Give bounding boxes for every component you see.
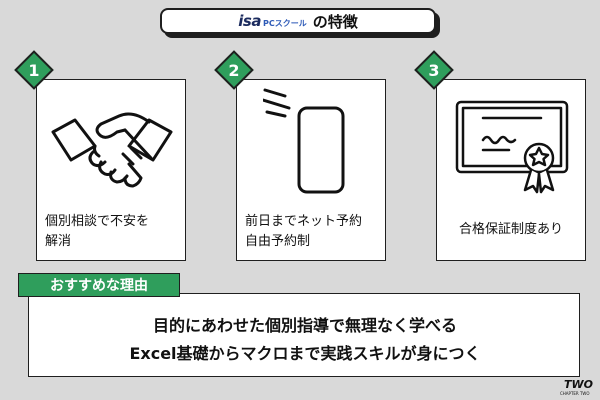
reasons-box: 目的にあわせた個別指導で無理なく学べる Excel基礎からマクロまで実践スキルが…	[28, 293, 580, 377]
reasons-label: おすすめな理由	[18, 273, 180, 297]
corner-logo-main: TWO	[564, 378, 593, 391]
reason-line-1: 目的にあわせた個別指導で無理なく学べる	[152, 316, 457, 335]
feature-text-2-line2: 自由予約制	[245, 234, 311, 249]
smartphone-icon	[263, 88, 345, 194]
logo-sub-text: PCスクール	[262, 19, 307, 28]
feature-text-3: 合格保証制度あり	[437, 220, 585, 240]
feature-card-consultation: 個別相談で不安を 解消	[36, 79, 186, 261]
corner-logo-sub: CHAPTER TWO	[560, 391, 590, 396]
title-text: の特徴	[312, 12, 358, 31]
number-badge-1-label: 1	[28, 60, 40, 80]
logo-main-text: isa	[238, 12, 261, 30]
feature-text-1-line2: 解消	[45, 234, 72, 249]
feature-text-2-line1: 前日までネット予約	[245, 214, 363, 229]
certificate-icon	[455, 100, 569, 194]
feature-card-guarantee: 合格保証制度あり	[436, 79, 586, 261]
feature-card-reservation: 前日までネット予約 自由予約制	[236, 79, 386, 261]
title-box: isa PCスクール の特徴	[160, 8, 436, 34]
corner-logo: TWO CHAPTER TWO	[560, 378, 598, 398]
feature-text-1: 個別相談で不安を 解消	[45, 212, 183, 252]
reason-line-2: Excel基礎からマクロまで実践スキルが身につく	[129, 344, 481, 363]
isa-logo: isa PCスクール	[238, 12, 306, 30]
number-badge-2-label: 2	[228, 60, 240, 80]
feature-text-3-line1: 合格保証制度あり	[458, 222, 563, 237]
number-badge-3-label: 3	[428, 60, 440, 80]
handshake-icon	[51, 112, 173, 188]
header-title: isa PCスクール の特徴	[160, 8, 440, 38]
feature-text-1-line1: 個別相談で不安を	[45, 214, 150, 229]
feature-text-2: 前日までネット予約 自由予約制	[245, 212, 383, 252]
